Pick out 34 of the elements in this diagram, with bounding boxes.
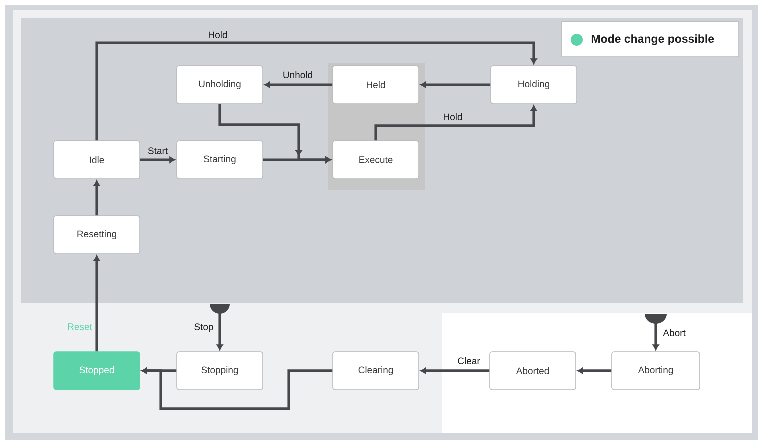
state-box: Execute <box>332 140 420 180</box>
edge-label: Clear <box>458 358 480 364</box>
state-box: Aborted <box>490 352 576 390</box>
arrow <box>216 314 224 350</box>
state-box: Starting <box>176 140 264 180</box>
arrow <box>652 324 660 350</box>
edge-label: Reset <box>68 324 92 330</box>
state-box: Clearing <box>332 352 420 390</box>
state-box: Stopped <box>54 352 140 390</box>
state-box: Held <box>332 66 420 104</box>
edge-label: Stop <box>194 324 214 332</box>
arrow <box>96 42 538 141</box>
arrow <box>142 368 333 410</box>
legend-box: Mode change possible <box>562 22 740 58</box>
edge-label: Unhold <box>284 72 312 78</box>
arrow <box>420 82 491 88</box>
edge-label: Abort <box>663 330 686 336</box>
arrow <box>578 368 612 374</box>
state-box: Idle <box>54 140 140 180</box>
arrow <box>420 368 490 374</box>
arrow <box>94 180 100 216</box>
state-box: Holding <box>490 66 578 104</box>
state-box: Aborting <box>612 352 700 390</box>
state-box: Stopping <box>176 352 264 390</box>
edge-label: Start <box>148 148 168 154</box>
state-box: Resetting <box>54 216 140 254</box>
arrow <box>264 82 333 88</box>
arrow <box>374 106 538 141</box>
state-box: Unholding <box>176 66 264 104</box>
arrow <box>140 156 176 164</box>
edge-label: Hold <box>209 32 228 38</box>
arrow <box>218 104 332 164</box>
arrow <box>94 256 100 352</box>
edge-label: Hold <box>444 114 462 120</box>
